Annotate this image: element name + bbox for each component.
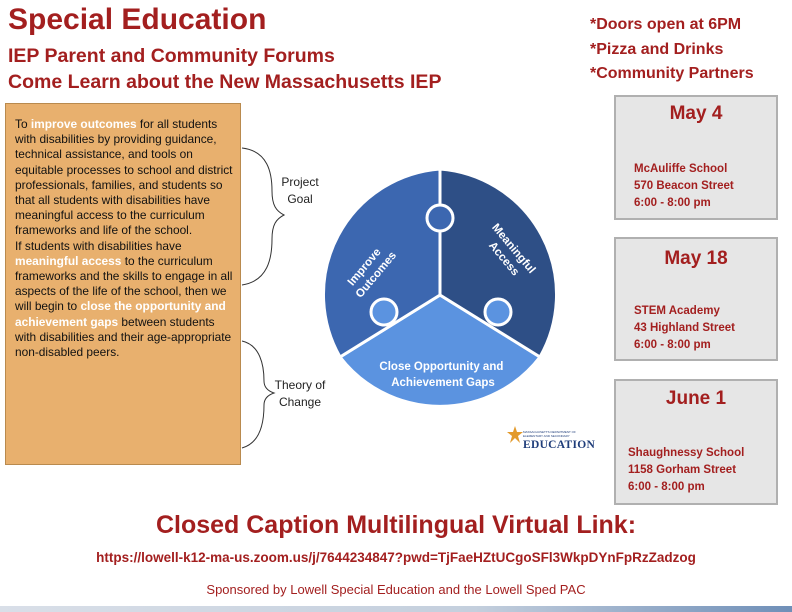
brace-lines (241, 147, 286, 449)
theory-of-change-text: If students with disabilities have meani… (15, 238, 233, 360)
iep-subtitle: Come Learn about the New Massachusetts I… (8, 71, 442, 93)
theory-of-change-label: Theory of Change (274, 378, 326, 409)
event-details: Shaughnessy School 1158 Gorham Street 6:… (628, 447, 745, 493)
highlight-improve-outcomes: improve outcomes (30, 117, 137, 131)
event-date: May 18 (664, 248, 728, 269)
puzzle-diagram: Improve Outcomes Meaningful Access Close… (322, 167, 558, 408)
note-partners: *Community Partners (590, 65, 754, 82)
note-pizza: *Pizza and Drinks (590, 40, 724, 58)
event-card-may-4: May 4 McAuliffe School 570 Beacon Street… (614, 95, 778, 220)
sponsor-text: Sponsored by Lowell Special Education an… (206, 582, 586, 597)
dese-logo: MASSACHUSETTS DEPARTMENT OF ELEMENTARY A… (507, 426, 595, 458)
highlight-close-gaps: close the opportunity and achievement ga… (15, 299, 226, 329)
event-date: May 4 (669, 103, 723, 124)
knob-top (425, 203, 455, 233)
event-notes: *Doors open at 6PM *Pizza and Drinks *Co… (590, 13, 754, 87)
zoom-link[interactable]: https://lowell-k12-ma-us.zoom.us/j/76442… (96, 550, 696, 565)
event-card-june-1: June 1 Shaughnessy School 1158 Gorham St… (614, 379, 778, 505)
piece-bottom-label: Close Opportunity and Achievement Gaps (379, 361, 506, 389)
project-goal-label: Project Goal (281, 175, 319, 206)
footer-bar (0, 606, 792, 612)
event-details: McAuliffe School 570 Beacon Street 6:00 … (634, 163, 734, 209)
event-card-may-18: May 18 STEM Academy 43 Highland Street 6… (614, 237, 778, 361)
project-goal-brace (241, 147, 286, 286)
logo-main-text: EDUCATION (523, 439, 596, 451)
virtual-link-heading: Closed Caption Multilingual Virtual Link… (155, 511, 637, 539)
puzzle-piece-left (322, 167, 442, 360)
event-date: June 1 (665, 388, 727, 409)
project-goal-box: To improve outcomes for all students wit… (5, 103, 241, 465)
theory-brace (241, 340, 276, 449)
puzzle-piece-right (438, 167, 558, 360)
note-doors: *Doors open at 6PM (590, 16, 742, 33)
logo-small-text: MASSACHUSETTS DEPARTMENT OF ELEMENTARY A… (523, 430, 576, 438)
knob-left (369, 297, 399, 327)
page-title: Special Education (8, 3, 267, 36)
star-icon (507, 426, 523, 443)
project-goal-text: To improve outcomes for all students wit… (15, 117, 233, 238)
puzzle-piece-bottom (337, 293, 543, 408)
forum-subtitle: IEP Parent and Community Forums (8, 45, 335, 67)
event-details: STEM Academy 43 Highland Street 6:00 - 8… (634, 305, 735, 351)
knob-right (483, 297, 513, 327)
highlight-meaningful-access: meaningful access (15, 253, 122, 268)
